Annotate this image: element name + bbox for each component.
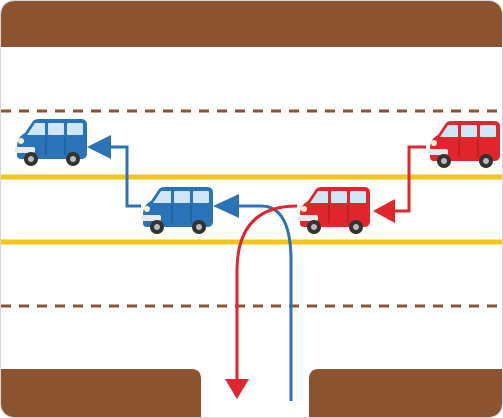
red-lane-change-path [395, 145, 426, 213]
red-turn-path [235, 204, 298, 381]
blue-lane-change-arrowhead [87, 135, 111, 159]
red-turn-arrowhead [225, 379, 249, 399]
top-ground [1, 1, 502, 47]
blue-lane-change-path [111, 145, 141, 208]
red-car-right [427, 120, 501, 169]
blue-uturn-path [239, 204, 293, 401]
red-car-middle [297, 186, 371, 235]
bottom-right-ground [309, 369, 502, 417]
red-lane-change-arrowhead [373, 199, 395, 223]
blue-uturn-arrowhead [213, 194, 239, 218]
bottom-left-ground [1, 369, 201, 417]
blue-car-middle [140, 186, 214, 235]
blue-car-left [14, 118, 88, 167]
